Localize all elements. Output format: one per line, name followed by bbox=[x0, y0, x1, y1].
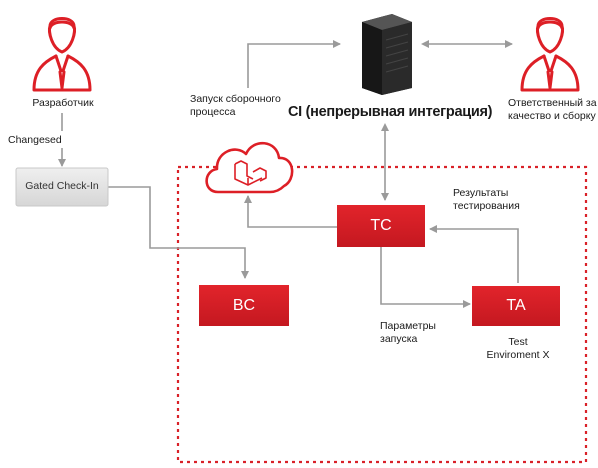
launch-label-line2: процесса bbox=[190, 106, 236, 119]
test-env-label-line2: Enviroment X bbox=[486, 349, 550, 362]
cloud-laravel-icon bbox=[205, 141, 294, 194]
params-label-line2: запуска bbox=[380, 333, 418, 346]
ta-label: TA bbox=[506, 297, 526, 314]
developer-label: Разработчик bbox=[32, 97, 94, 109]
gated-checkin-box bbox=[15, 167, 109, 207]
test-env-label-line1: Test bbox=[508, 336, 528, 348]
results-label-line1: Результаты bbox=[453, 187, 509, 199]
qa-person-icon bbox=[520, 17, 580, 92]
tc-box bbox=[337, 205, 425, 247]
connectors bbox=[58, 40, 519, 308]
bc-label: BC bbox=[232, 297, 256, 314]
params-label: Параметры запуска bbox=[380, 320, 436, 346]
developer-person-icon bbox=[32, 17, 92, 92]
results-label: Результаты тестирования bbox=[453, 187, 520, 213]
gated-checkin-label: Gated Check-In bbox=[25, 180, 99, 192]
results-label-line2: тестирования bbox=[453, 200, 520, 213]
qa-label: Ответственный за качество и сборку bbox=[508, 97, 597, 123]
qa-label-line1: Ответственный за bbox=[508, 97, 597, 109]
tc-label: TC bbox=[370, 217, 392, 234]
launch-label-line1: Запуск сборочного bbox=[190, 93, 281, 105]
launch-label: Запуск сборочного процесса bbox=[190, 93, 281, 119]
ci-title: CI (непрерывная интеграция) bbox=[288, 104, 493, 120]
test-env-label: Test Enviroment X bbox=[478, 336, 558, 362]
server-icon bbox=[362, 14, 412, 95]
changeset-label: Changesed bbox=[8, 134, 62, 146]
bc-box bbox=[199, 285, 289, 326]
qa-label-line2: качество и сборку bbox=[508, 110, 596, 123]
params-label-line1: Параметры bbox=[380, 320, 436, 332]
ta-box bbox=[472, 286, 560, 326]
